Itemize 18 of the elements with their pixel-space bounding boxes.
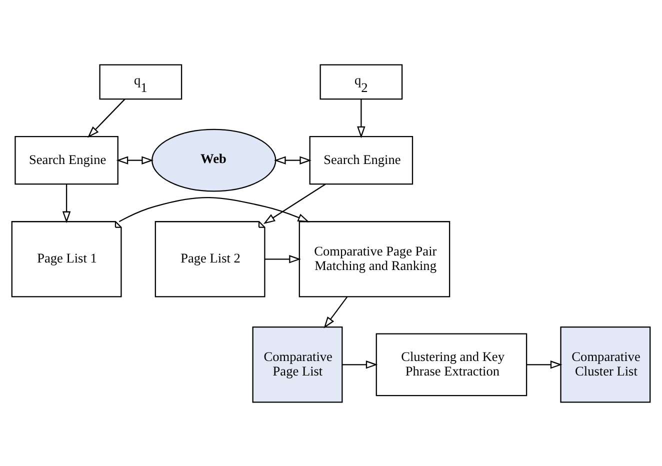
node-ellipse: Web bbox=[152, 128, 276, 192]
arrow bbox=[88, 98, 126, 138]
node-box: Comparative Page Pair Matching and Ranking bbox=[298, 220, 450, 297]
arrow bbox=[118, 196, 310, 222]
node-box: Clustering and Key Phrase Extraction bbox=[376, 332, 528, 396]
arrow bbox=[526, 360, 562, 368]
node-box: Search Engine bbox=[14, 136, 118, 184]
node-box: Search Engine bbox=[309, 136, 414, 184]
arrow bbox=[264, 254, 301, 263]
arrow bbox=[342, 360, 378, 368]
arrow bbox=[263, 183, 326, 224]
node-box: Comparative Page List bbox=[252, 326, 343, 402]
arrow bbox=[62, 184, 71, 223]
arrow bbox=[274, 156, 312, 164]
node-box: Comparative Cluster List bbox=[560, 326, 651, 402]
arrow bbox=[357, 98, 366, 138]
arrow bbox=[116, 156, 154, 164]
arrow bbox=[324, 296, 348, 328]
